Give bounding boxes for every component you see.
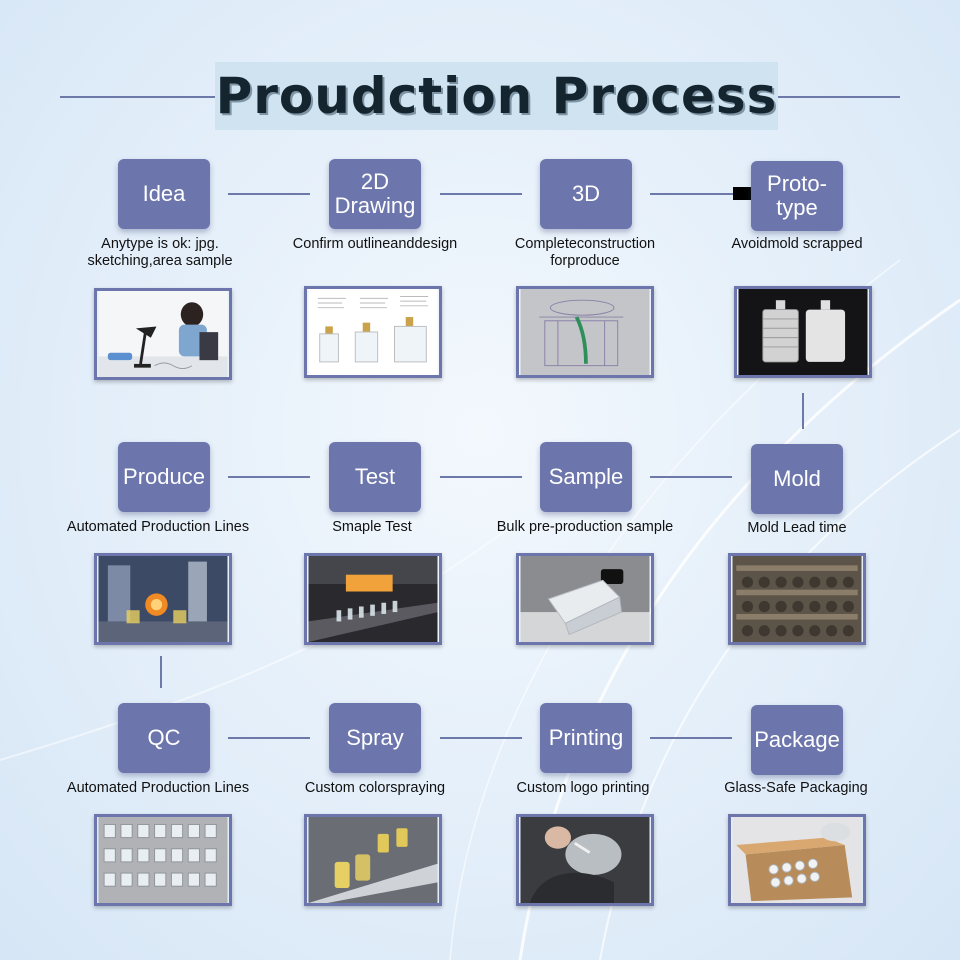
photo-package (728, 814, 866, 906)
photo-produce (94, 553, 232, 645)
step-test-desc: Smaple Test (332, 519, 412, 535)
step-3d-desc: Completeconstruction forproduce (514, 236, 656, 269)
photo-3d (516, 286, 654, 378)
connector-2d-3d (440, 193, 522, 195)
step-2d-drawing-desc: Confirm outlineanddesign (292, 236, 458, 252)
connector-printing-package (650, 737, 732, 739)
connector-test-sample (440, 476, 522, 478)
step-mold: Mold (751, 444, 843, 514)
step-qc-desc: Automated Production Lines (66, 780, 250, 796)
step-sample-desc: Bulk pre-production sample (496, 519, 674, 535)
connector-produce-qc (160, 656, 162, 688)
step-package: Package (751, 705, 843, 775)
page-title: Proudction Process (215, 67, 778, 125)
step-printing-desc: Custom logo printing (516, 780, 650, 796)
connector-prototype-mold (802, 393, 804, 429)
connector-sample-mold (650, 476, 732, 478)
photo-printing (516, 814, 654, 906)
photo-2d-drawing (304, 286, 442, 378)
title-rule-left (60, 96, 215, 98)
photo-qc (94, 814, 232, 906)
connector-arrow-end (733, 187, 751, 200)
step-test: Test (329, 442, 421, 512)
step-spray: Spray (329, 703, 421, 773)
connector-idea-2d (228, 193, 310, 195)
photo-mold (728, 553, 866, 645)
step-printing: Printing (540, 703, 632, 773)
step-idea: Idea (118, 159, 210, 229)
photo-spray (304, 814, 442, 906)
photo-sample (516, 553, 654, 645)
title-rule-right (778, 96, 900, 98)
photo-idea (94, 288, 232, 380)
step-3d: 3D (540, 159, 632, 229)
step-2d-drawing: 2D Drawing (329, 159, 421, 229)
step-prototype: Proto- type (751, 161, 843, 231)
step-idea-desc: Anytype is ok: jpg. sketching,area sampl… (87, 236, 233, 269)
connector-produce-test (228, 476, 310, 478)
step-prototype-desc: Avoidmold scrapped (731, 236, 863, 252)
connector-qc-spray (228, 737, 310, 739)
step-mold-desc: Mold Lead time (747, 520, 847, 536)
step-spray-desc: Custom colorspraying (304, 780, 446, 796)
step-sample: Sample (540, 442, 632, 512)
title-banner: Proudction Process (215, 62, 778, 130)
photo-test (304, 553, 442, 645)
connector-spray-printing (440, 737, 522, 739)
step-produce: Produce (118, 442, 210, 512)
step-package-desc: Glass-Safe Packaging (724, 780, 868, 796)
step-qc: QC (118, 703, 210, 773)
step-produce-desc: Automated Production Lines (66, 519, 250, 535)
connector-3d-prototype (650, 193, 734, 195)
photo-prototype (734, 286, 872, 378)
